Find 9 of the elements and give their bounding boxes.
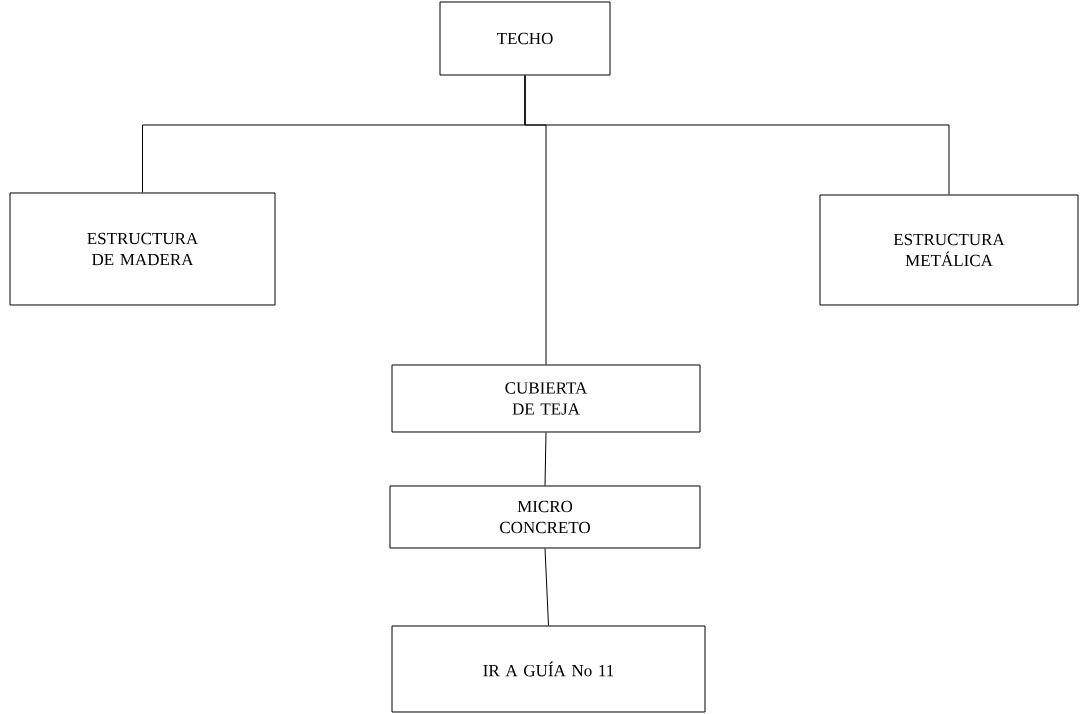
connector-line xyxy=(524,75,547,365)
process-box: CUBIERTA DE TEJA xyxy=(391,364,701,433)
process-box: ESTRUCTURA METÁLICA xyxy=(819,194,1079,306)
process-box: ESTRUCTURA DE MADERA xyxy=(9,192,276,306)
connector-line xyxy=(544,548,549,626)
process-box: TECHO xyxy=(439,1,611,76)
connector-line xyxy=(544,432,547,486)
process-box: IR A GUÍA No 11 xyxy=(391,625,706,713)
process-box: MICRO CONCRETO xyxy=(389,485,701,549)
